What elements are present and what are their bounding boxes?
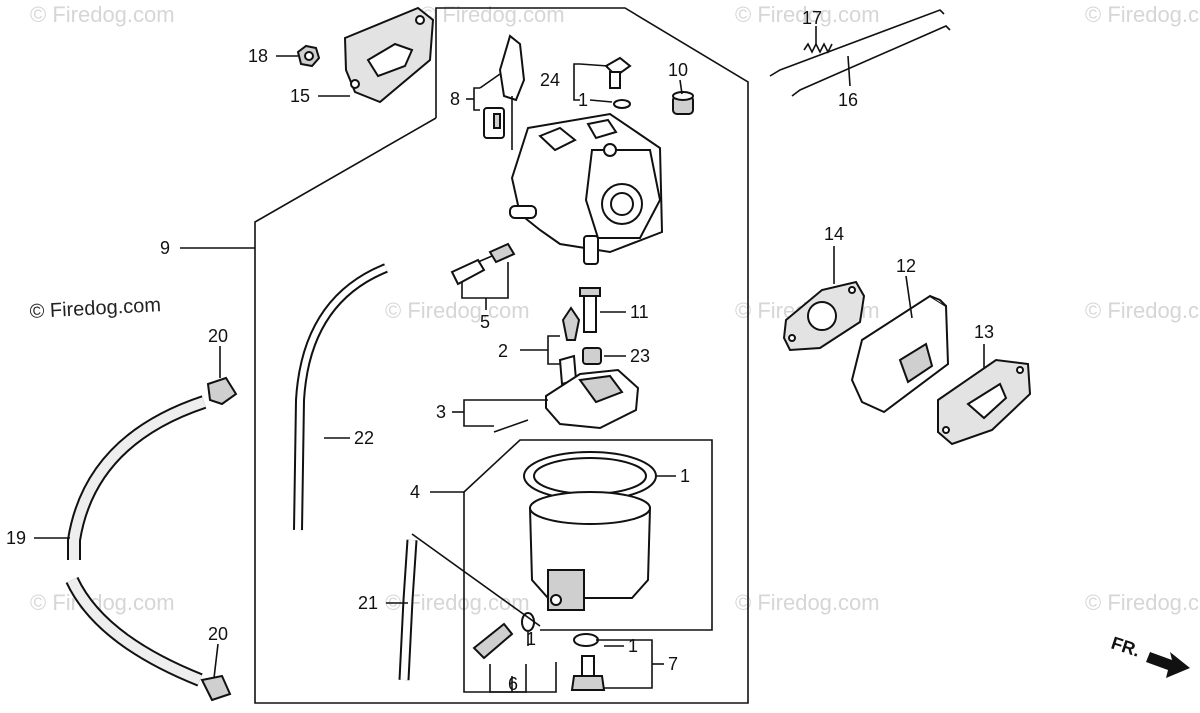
spring-part-17: [803, 42, 833, 54]
leader-lines: [34, 26, 985, 693]
float-valve-part-2: [558, 306, 581, 386]
float-part-3: [493, 368, 640, 433]
drain-bolt-part-7: [570, 633, 606, 691]
main-jet-part-11: [579, 287, 601, 333]
watermark-top-far-right: © Firedog.com: [1085, 2, 1200, 27]
callout-14: 14: [824, 224, 844, 244]
callout-12: 12: [896, 256, 916, 276]
governor-rod-part-16: [769, 9, 951, 97]
pilot-screw-part-5: [450, 242, 516, 286]
callout-9: 9: [160, 238, 170, 258]
fuel-hose-part-19: [65, 395, 207, 687]
callout-11: 11: [630, 302, 649, 322]
assembly-outline: [254, 7, 749, 704]
front-label: FR.: [1109, 633, 1143, 661]
callout-20-top: 20: [208, 326, 228, 346]
callout-22: 22: [354, 428, 374, 448]
gasket-part-13: [937, 358, 1032, 446]
callout-1-top: 1: [578, 90, 588, 110]
nut-part-18: [296, 44, 321, 68]
hose-clip-top-part-20: [206, 376, 238, 406]
watermark-top-right: © Firedog.com: [735, 2, 880, 27]
callout-10: 10: [668, 60, 688, 80]
front-direction-arrow: FR.: [1109, 633, 1190, 678]
drain-screw-part-6: [472, 612, 535, 660]
callout-1-oring: 1: [680, 466, 690, 486]
cap-part-10: [672, 91, 694, 115]
callout-13: 13: [974, 322, 994, 342]
callout-7: 7: [668, 654, 678, 674]
callout-24: 24: [540, 70, 560, 90]
watermark-mid-far-right: © Firedog.com: [1085, 298, 1200, 323]
choke-lever-part-8: [483, 34, 526, 150]
watermark-bottom-far-right: © Firedog.com: [1085, 590, 1200, 615]
carburetor-body: [509, 112, 664, 265]
hose-clip-bottom-part-20: [200, 674, 232, 702]
callout-16: 16: [838, 90, 858, 110]
watermark-mid-center: © Firedog.com: [385, 298, 530, 323]
tube-part-22: [293, 263, 388, 531]
callout-1-bolt: 1: [628, 636, 638, 656]
jet-holder-part-23: [582, 347, 602, 365]
float-chamber-part-4: [523, 451, 657, 611]
callout-2: 2: [498, 341, 508, 361]
callout-19: 19: [6, 528, 26, 548]
callout-labels: 18 15 9 8 24 1 10 17 16 5 11 2 23 3 4 1 …: [6, 8, 994, 694]
callout-23: 23: [630, 346, 650, 366]
callout-21: 21: [358, 593, 378, 613]
watermark-bottom-right: © Firedog.com: [735, 590, 880, 615]
gasket-part-14: [782, 280, 866, 352]
callout-4: 4: [410, 482, 420, 502]
callout-1-drain: 1: [526, 629, 536, 649]
gasket-part-15: [343, 6, 435, 104]
screw-part-24: [604, 56, 632, 109]
watermark-top-center: © Firedog.com: [420, 2, 565, 27]
callout-5: 5: [480, 312, 490, 332]
callout-15: 15: [290, 86, 310, 106]
callout-18: 18: [248, 46, 268, 66]
callout-20-bottom: 20: [208, 624, 228, 644]
callout-17: 17: [802, 8, 822, 28]
watermark-dark: © Firedog.com: [29, 294, 161, 323]
watermark-top-left: © Firedog.com: [30, 2, 175, 27]
watermark-bottom-left: © Firedog.com: [30, 590, 175, 615]
callout-8: 8: [450, 89, 460, 109]
callout-3: 3: [436, 402, 446, 422]
insulator-part-12: [850, 294, 950, 414]
callout-6: 6: [508, 674, 518, 694]
